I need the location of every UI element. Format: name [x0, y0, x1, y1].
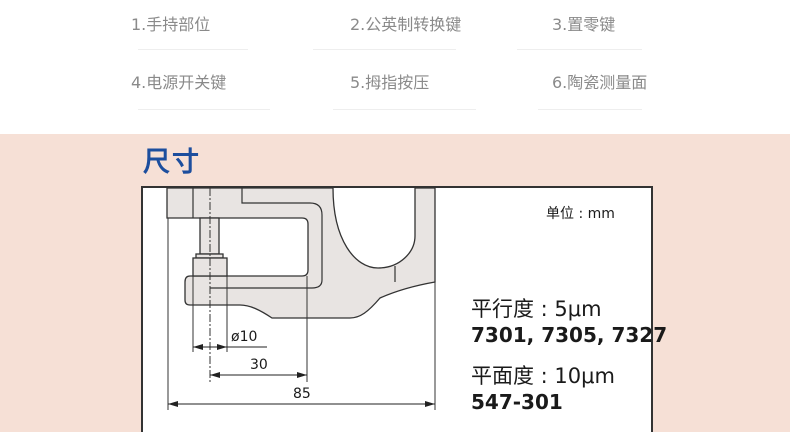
- section-title: 尺寸: [143, 147, 201, 178]
- feature-item: 2.公英制转换键: [350, 15, 462, 34]
- divider: [538, 109, 642, 110]
- divider: [138, 109, 270, 110]
- feature-item: 3.置零键: [552, 15, 616, 34]
- feature-item: 4.电源开关键: [131, 73, 227, 92]
- divider: [333, 109, 476, 110]
- dimension-diagram-frame: [141, 186, 653, 432]
- dimension-85-label: 85: [293, 386, 311, 402]
- flatness-models: 547-301: [471, 390, 563, 414]
- extension-lines: [167, 188, 436, 410]
- feature-list: 1.手持部位 2.公英制转换键 3.置零键 4.电源开关键 5.拇指按压 6.陶…: [0, 0, 790, 134]
- divider: [138, 49, 248, 50]
- gauge-inner-lines: [192, 188, 396, 289]
- parallelism-spec: 平行度 : 5μm: [471, 297, 602, 321]
- dimension-30-label: 30: [250, 357, 268, 373]
- gauge-body: [166, 187, 436, 319]
- feature-item: 6.陶瓷测量面: [552, 73, 648, 92]
- unit-label: 单位 : mm: [546, 206, 615, 222]
- dimension-lines: [168, 344, 435, 407]
- diameter-dimension-label: ø10: [231, 329, 258, 345]
- feature-item: 5.拇指按压: [350, 73, 430, 92]
- divider: [313, 49, 456, 50]
- flatness-spec: 平面度 : 10μm: [471, 364, 615, 388]
- parallelism-models: 7301, 7305, 7327: [471, 323, 668, 347]
- feature-item: 1.手持部位: [131, 15, 211, 34]
- divider: [517, 49, 642, 50]
